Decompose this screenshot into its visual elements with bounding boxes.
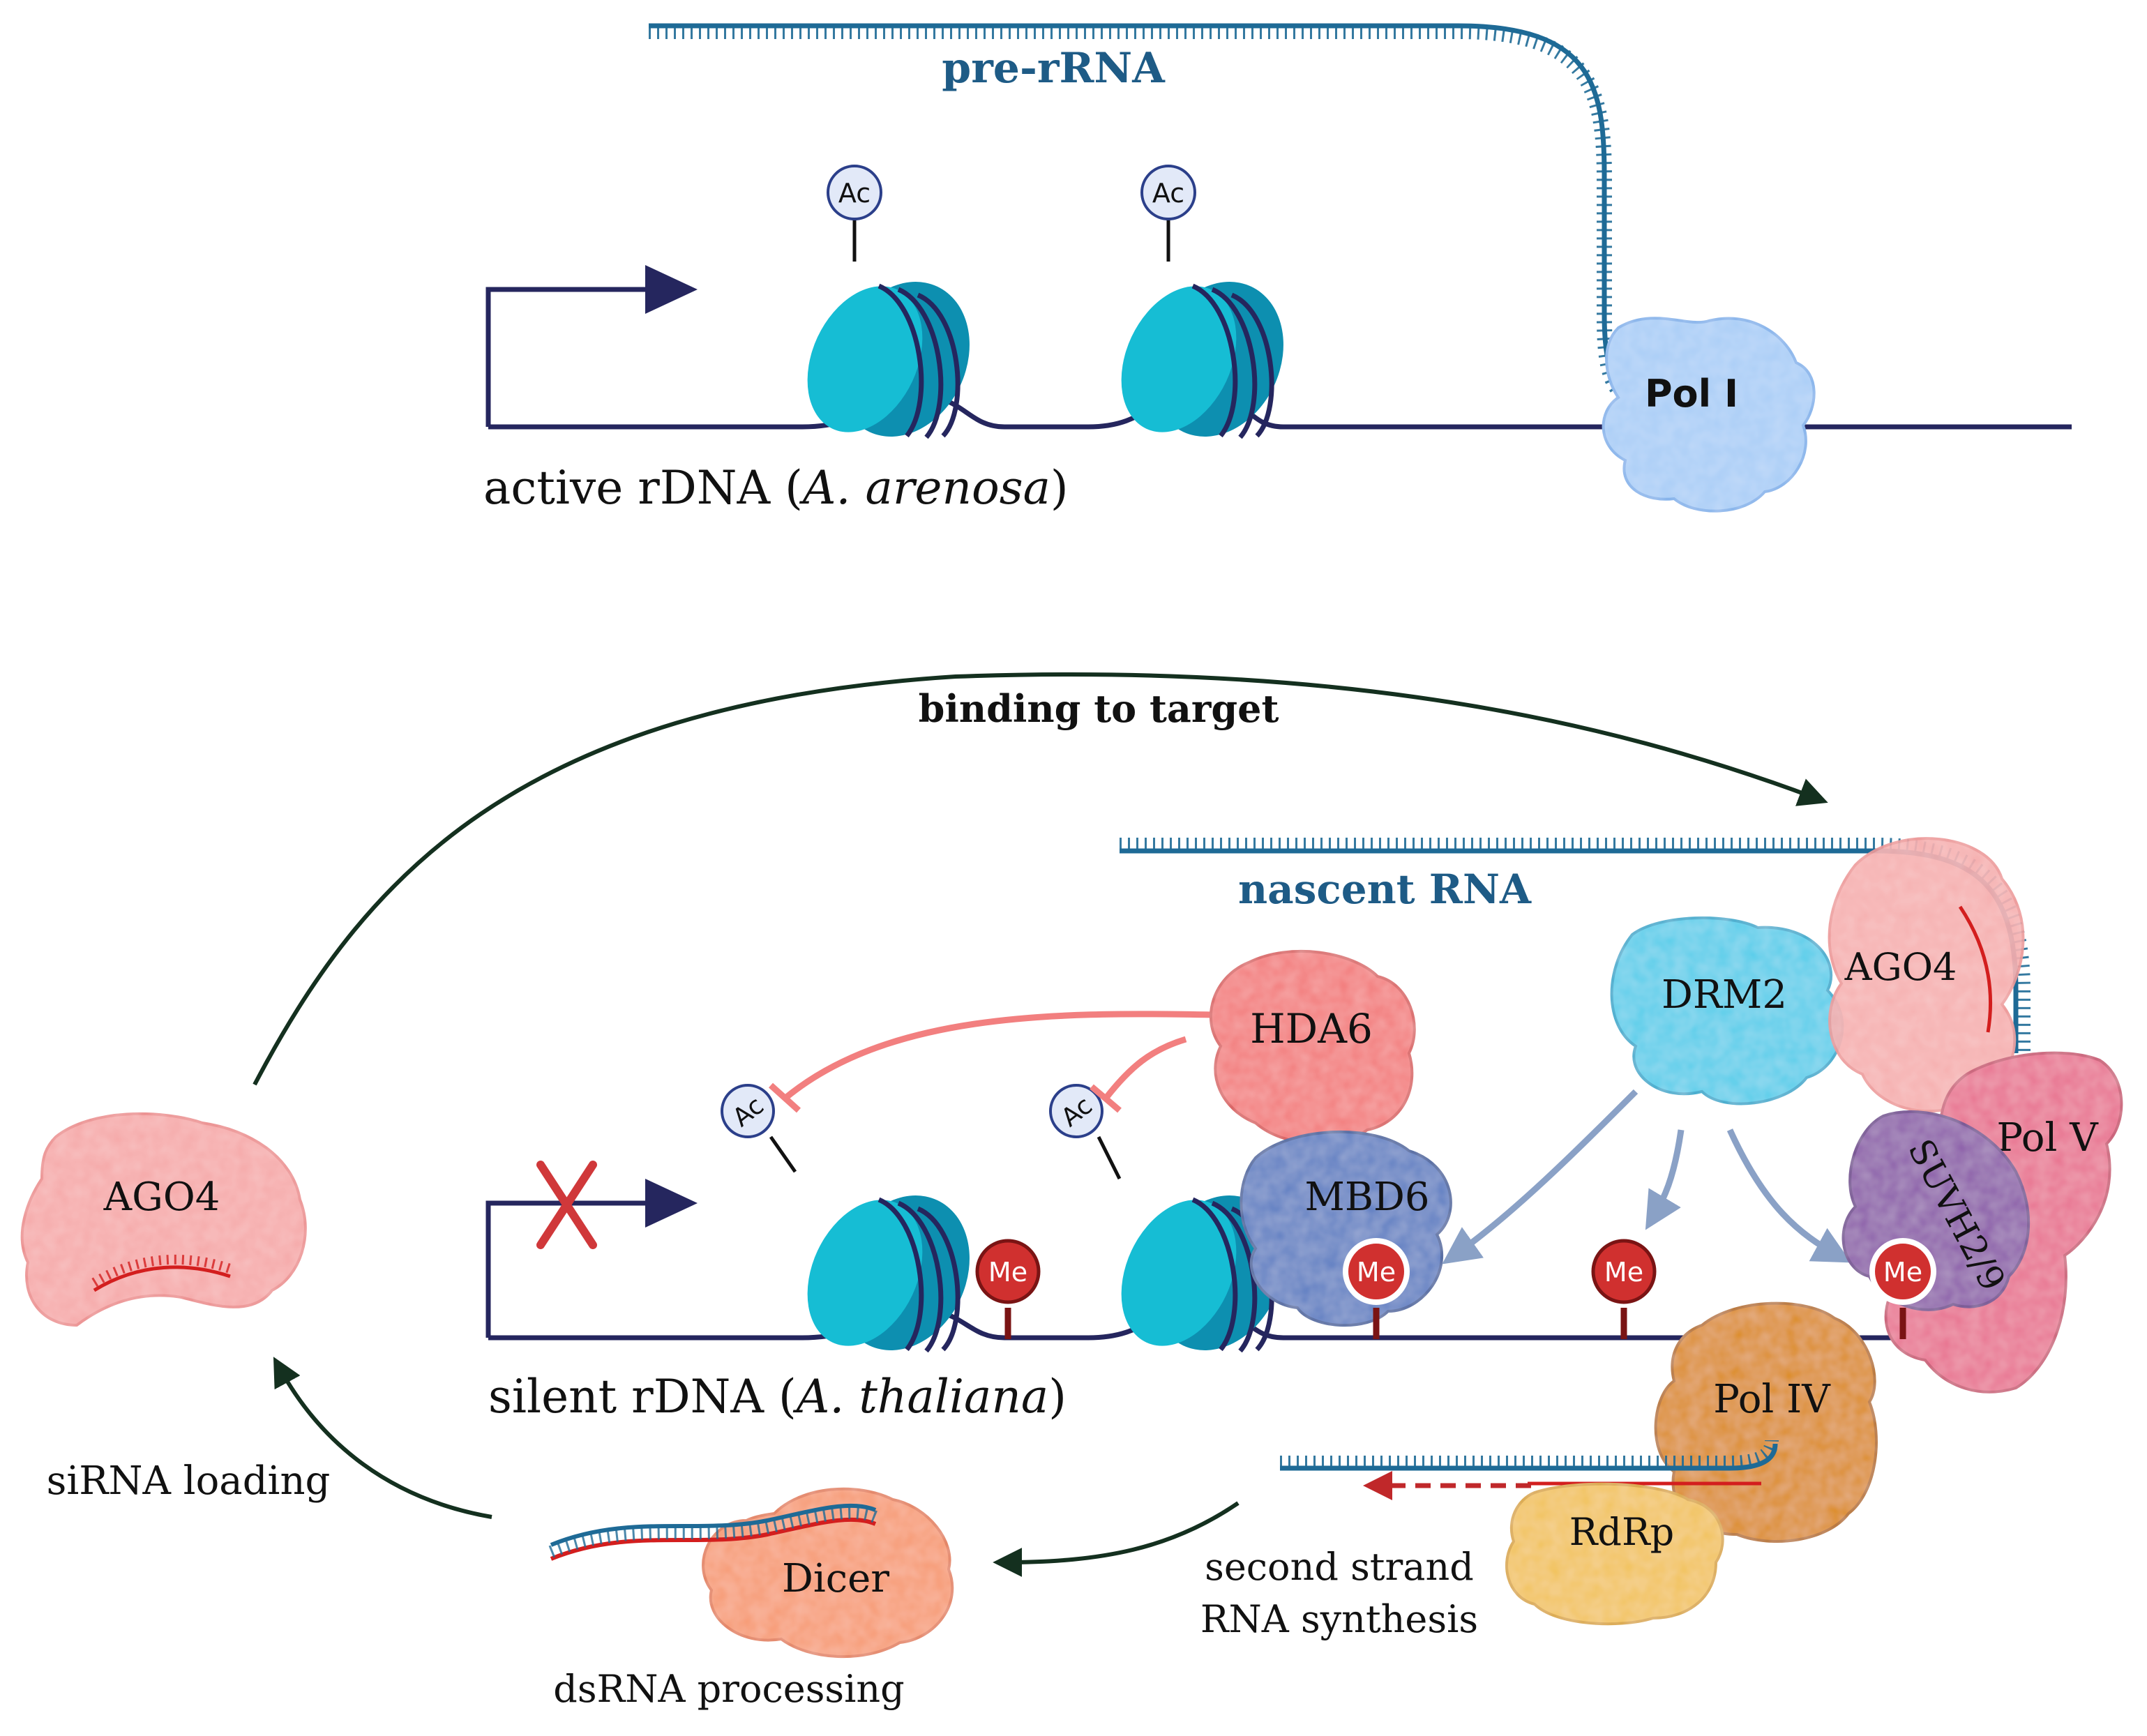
silent-acetyl-mark-2: Ac	[1049, 1084, 1122, 1180]
methyl-mark-4: Me	[1869, 1238, 1936, 1339]
me-label: Me	[1883, 1257, 1922, 1288]
active-rdna-title: active rDNA (A. arenosa)	[483, 461, 1069, 515]
dsrna-duplex	[548, 1503, 878, 1561]
me-label: Me	[1357, 1257, 1396, 1288]
hda6-inhibition-lines	[768, 1011, 1214, 1113]
ago4-bound-label: AGO4	[1844, 945, 1957, 989]
me-label: Me	[988, 1257, 1027, 1288]
active-rdna-panel: pre-rRNA Ac Ac	[483, 23, 2072, 515]
ago4-free-protein: AGO4	[20, 1112, 307, 1327]
pol-i-label: Pol I	[1645, 372, 1738, 416]
drm2-protein: DRM2	[1610, 916, 1844, 1105]
drm2-methylation-arrows	[1442, 1089, 1851, 1265]
pol-iv-label: Pol IV	[1713, 1377, 1831, 1422]
dsrna-processing-label: dsRNA processing	[553, 1667, 904, 1711]
active-dna-strand	[488, 395, 2072, 430]
second-strand-label-2: RNA synthesis	[1200, 1597, 1478, 1641]
drm2-label: DRM2	[1662, 972, 1787, 1018]
pol-i-protein: Pol I	[1602, 317, 1816, 513]
active-nucleosome-2	[1121, 282, 1283, 439]
active-acetyl-mark-1: Ac	[827, 165, 882, 262]
active-nucleosome-1	[807, 282, 970, 439]
methyl-mark-1: Me	[975, 1239, 1041, 1339]
me-label: Me	[1604, 1257, 1643, 1288]
hda6-protein: HDA6	[1209, 950, 1416, 1145]
second-strand-label-1: second strand	[1205, 1545, 1474, 1589]
active-promoter-arrow	[485, 287, 656, 427]
hda6-label: HDA6	[1250, 1005, 1373, 1052]
ago4-bound-protein: AGO4	[1828, 837, 2025, 1113]
methyl-mark-3: Me	[1591, 1239, 1657, 1339]
binding-to-target-arrow	[253, 672, 1828, 1086]
sirna-loading-arrow	[273, 1357, 492, 1519]
sirna-guide	[1958, 905, 1993, 1033]
dicer-label: Dicer	[782, 1556, 889, 1601]
silent-promoter-arrow	[485, 1200, 656, 1338]
pol-v-label: Pol V	[1996, 1115, 2099, 1161]
dicer-protein: Dicer	[702, 1487, 954, 1659]
ago4-free-label: AGO4	[103, 1175, 220, 1220]
pol-iv-transcript	[1280, 1440, 1779, 1500]
nascent-rna-label: nascent RNA	[1238, 866, 1532, 913]
silent-rdna-panel: binding to target nascent RNA	[20, 672, 2123, 1711]
active-promoter-arrowhead-icon	[645, 265, 698, 314]
ac-label: Ac	[1152, 178, 1184, 209]
mbd6-protein: MBD6	[1240, 1130, 1452, 1327]
mbd6-label: MBD6	[1304, 1175, 1429, 1220]
methyl-mark-2: Me	[1343, 1238, 1410, 1339]
silent-rdna-title: silent rDNA (A. thaliana)	[488, 1370, 1067, 1424]
silent-acetyl-mark-1: Ac	[721, 1084, 797, 1173]
active-acetyl-mark-2: Ac	[1140, 165, 1196, 262]
rdrp-label: RdRp	[1569, 1510, 1674, 1554]
silent-promoter-arrowhead-icon	[645, 1179, 698, 1228]
silent-nucleosome-1	[807, 1195, 970, 1353]
blocked-cross-icon	[536, 1161, 597, 1249]
ac-label: Ac	[838, 178, 871, 209]
to-dicer-arrow	[993, 1501, 1240, 1577]
pre-rrna-label: pre-rRNA	[942, 44, 1166, 93]
sirna-loading-label: siRNA loading	[47, 1458, 331, 1504]
binding-to-target-label: binding to target	[919, 686, 1279, 731]
rdrp-protein: RdRp	[1505, 1482, 1724, 1626]
